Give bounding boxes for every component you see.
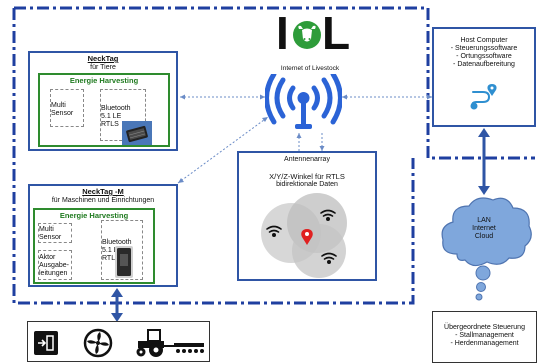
necktag-machines-title: NeckTag -M — [82, 187, 124, 196]
sensor-line: Sensor — [39, 233, 62, 241]
radio-tower-icon — [265, 74, 342, 129]
map-pin-icon — [301, 229, 313, 245]
bluetooth-line: Bluetooth — [101, 104, 131, 112]
host-line: - Datenaufbereitung — [453, 61, 515, 68]
actuator-box: Aktor Ausgabe- leitungen — [38, 250, 72, 280]
logo-letter-i: I — [276, 7, 289, 59]
actuators-box — [27, 321, 210, 362]
sensor-line: Sensor — [51, 109, 74, 117]
actuator-line: Ausgabe- — [39, 262, 69, 269]
control-box: Übergeordnete Steuerung - Stallmanagemen… — [432, 311, 537, 363]
fan-icon — [83, 328, 113, 358]
necktag-machines-subtitle: für Maschinen und Einrichtungen — [51, 197, 155, 204]
cloud-shape — [441, 197, 532, 267]
actuator-line: leitungen — [39, 270, 68, 277]
necktag-animals-title: NeckTag — [87, 54, 119, 63]
energy-harvesting-box: Energie Harvesting Multi Sensor Bluetoot… — [38, 73, 170, 147]
actuator-line: Aktor — [39, 254, 56, 261]
control-line: Übergeordnete Steuerung — [444, 324, 525, 331]
wifi-icon — [321, 252, 337, 265]
arrow-necktagm-tower — [177, 116, 269, 184]
control-line: - Stallmanagement — [455, 332, 514, 339]
tractor-icon — [136, 329, 204, 357]
energy-harvesting-label: Energie Harvesting — [69, 76, 139, 85]
logo-caption: Internet of Livestock — [280, 65, 340, 72]
sensor-line: Multi — [39, 225, 54, 233]
device-photo-icon — [122, 121, 152, 145]
logo-letter-l: L — [322, 7, 351, 59]
control-line: - Herdenmanagement — [450, 340, 519, 347]
energy-harvesting-label: Energie Harvesting — [59, 211, 129, 220]
host-computer-box: Host Computer - Steuerungssoftware - Ort… — [432, 27, 536, 127]
bluetooth-line: RTLS — [101, 120, 119, 128]
host-line: - Steuerungssoftware — [450, 45, 518, 52]
antenna-line1: X/Y/Z-Winkel für RTLS — [269, 172, 345, 181]
logo: I L — [276, 8, 350, 64]
host-line: Host Computer — [460, 37, 508, 44]
sensor-line: Multi — [51, 101, 66, 109]
multi-sensor-box: Multi Sensor — [50, 89, 84, 127]
wifi-icon — [266, 225, 282, 237]
bluetooth-line: 5.1 LE — [102, 246, 123, 254]
multi-sensor-box: Multi Sensor — [38, 223, 72, 243]
thought-bubble — [475, 293, 483, 301]
bluetooth-line: RTLS — [102, 254, 120, 262]
system-boundary-lower — [12, 8, 415, 305]
cow-head-icon — [293, 21, 321, 49]
energy-harvesting-box: Energie Harvesting Multi Sensor Aktor Au… — [33, 208, 155, 284]
location-route-icon — [470, 84, 497, 110]
coverage-diagram — [261, 193, 347, 278]
antenna-line2: bidirektionale Daten — [276, 181, 338, 188]
wifi-icon — [320, 209, 336, 221]
antenna-title: Antennenarray — [284, 156, 330, 163]
cloud-line: LAN — [477, 217, 491, 224]
system-boundary — [14, 6, 535, 160]
device-photo-icon — [115, 246, 133, 278]
antenna-array-box: Antennenarray X/Y/Z-Winkel für RTLS bidi… — [237, 151, 377, 281]
necktag-machines-box: NeckTag -M für Maschinen und Einrichtung… — [28, 184, 178, 287]
exit-door-icon — [34, 331, 58, 355]
bluetooth-line: Bluetooth — [102, 238, 132, 246]
bluetooth-line: 5.1 LE — [101, 112, 122, 120]
thought-bubble — [476, 282, 486, 292]
necktag-animals-subtitle: für Tiere — [90, 64, 116, 71]
cloud-line: Cloud — [474, 233, 494, 240]
necktag-animals-box: NeckTag für Tiere Energie Harvesting Mul… — [28, 51, 178, 151]
host-line: - Ortungssoftware — [456, 53, 512, 60]
cloud-line: Internet — [472, 225, 496, 232]
thought-bubble — [475, 265, 491, 281]
